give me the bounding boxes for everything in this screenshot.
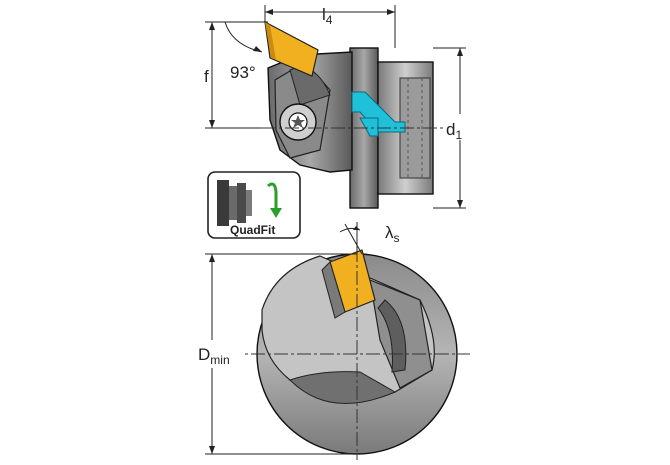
quadfit-badge: QuadFit [207,171,301,239]
label-lambda: λs [385,223,400,245]
side-view: l4 f 93° d1 [204,5,472,209]
label-angle: 93° [230,63,256,82]
label-l4: l4 [322,5,333,27]
label-f: f [204,67,209,86]
cutting-insert [264,20,319,77]
coolant-channel [351,91,406,133]
label-d1: d1 [446,120,462,142]
label-dmin: Dmin [198,345,230,367]
front-view: λs Dmin [196,222,470,460]
badge-label: QuadFit [230,223,275,237]
rotate-arrow-icon [267,182,282,218]
